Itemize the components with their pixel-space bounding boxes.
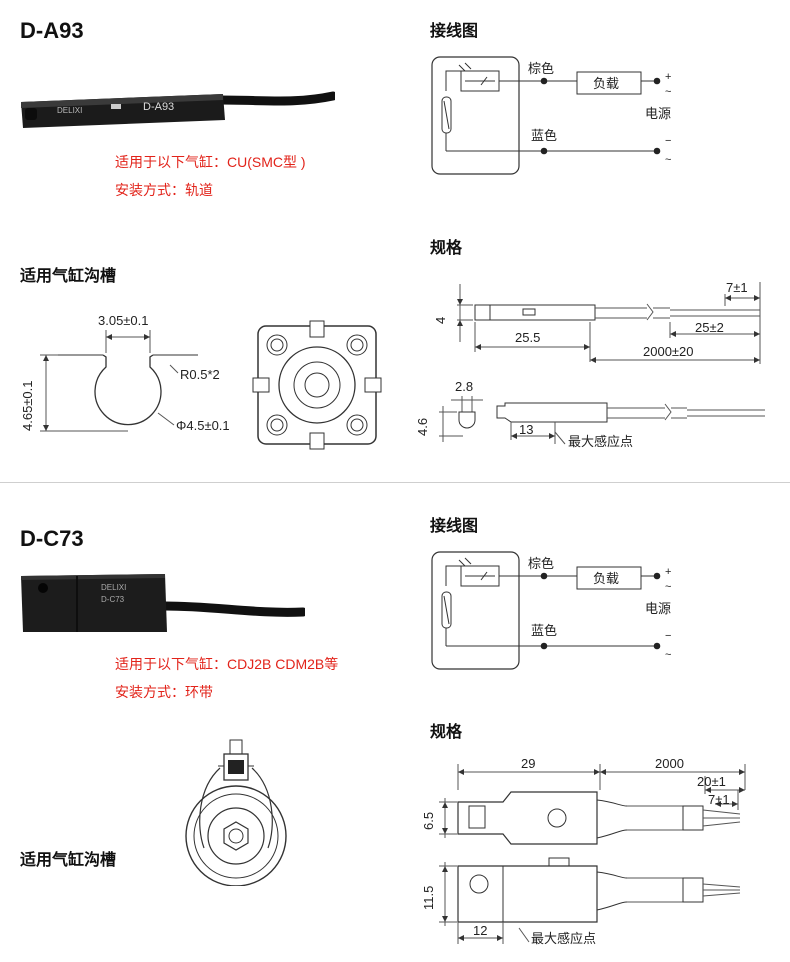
groove-title-a93: 适用气缸沟槽 — [20, 268, 117, 285]
groove-width-label: 3.05±0.1 — [98, 313, 149, 328]
spec-sense-distance-label: 12 — [473, 923, 487, 938]
wire-brown-label: 棕色 — [528, 61, 554, 76]
wiring-title-c73: 接线图 — [430, 518, 479, 535]
groove-profile-a93: 3.05±0.1 4.65±0.1 R0.5*2 Φ4.5±0.1 — [20, 313, 230, 433]
spec-title-a93: 规格 — [430, 240, 463, 257]
spec-cable-label: 2000±20 — [643, 344, 694, 359]
ac-label-bottom: ~ — [665, 649, 671, 661]
product-image-a93: DELIXI D-A93 — [21, 91, 335, 128]
spec-height-label: 6.5 — [421, 812, 436, 830]
load-label: 负载 — [593, 76, 619, 91]
wire-blue-label: 蓝色 — [531, 128, 557, 143]
brand-label-a93: DELIXI — [57, 106, 82, 115]
spec-cable-label: 2000 — [655, 756, 684, 771]
ac-label-top: ~ — [665, 86, 671, 98]
product-label-c73: D-C73 — [101, 595, 125, 604]
spec-wire-label: 25±2 — [695, 320, 724, 335]
plus-label: + — [665, 566, 671, 578]
model-title-a93: D-A93 — [20, 18, 84, 43]
spec-length-label: 25.5 — [515, 330, 540, 345]
minus-label: − — [665, 630, 671, 642]
cylinder-end-view-a93 — [252, 320, 382, 450]
spec-strip-label: 7±1 — [726, 280, 748, 295]
brand-label-c73: DELIXI — [101, 583, 126, 592]
wiring-diagram-a93: 棕色 蓝色 负载 + ~ 电源 − ~ — [431, 56, 671, 175]
groove-diameter-label: Φ4.5±0.1 — [176, 418, 230, 433]
groove-radius-label: R0.5*2 — [180, 367, 220, 382]
spec-height2-label: 4.6 — [415, 418, 430, 436]
fit-cylinders-c73: 适用于以下气缸：CDJ2B CDM2B等 — [115, 656, 339, 672]
ac-label-top: ~ — [665, 581, 671, 593]
spec-strip-label: 20±1 — [697, 774, 726, 789]
spec-height2-label: 11.5 — [421, 886, 436, 910]
plus-label: + — [665, 71, 671, 83]
wire-blue-label: 蓝色 — [531, 623, 557, 638]
spec-height-label: 4 — [433, 317, 448, 324]
spec-sense-point-label: 最大感应点 — [531, 931, 596, 946]
mounting-method-a93: 安装方式：轨道 — [115, 182, 213, 198]
wire-brown-label: 棕色 — [528, 556, 554, 571]
wiring-diagram-c73: 棕色 蓝色 负载 + ~ 电源 − ~ — [431, 551, 671, 670]
spec-drawing-c73: 29 2000 20±1 7±1 6.5 11.5 12 最大感应点 — [421, 756, 746, 946]
power-label: 电源 — [645, 601, 671, 616]
minus-label: − — [665, 135, 671, 147]
spec-title-c73: 规格 — [430, 724, 463, 741]
groove-height-label: 4.65±0.1 — [20, 380, 35, 431]
model-title-c73: D-C73 — [20, 526, 84, 551]
section-divider — [0, 482, 790, 483]
product-label-a93: D-A93 — [143, 101, 174, 113]
product-image-c73: DELIXI D-C73 — [21, 574, 305, 632]
spec-width2-label: 2.8 — [455, 379, 473, 394]
wiring-title-a93: 接线图 — [430, 23, 479, 40]
groove-title-c73: 适用气缸沟槽 — [20, 852, 117, 869]
spec-sense-point-label: 最大感应点 — [568, 434, 633, 449]
mounting-method-c73: 安装方式：环带 — [115, 684, 213, 700]
fit-cylinders-a93: 适用于以下气缸：CU(SMC型 ) — [115, 154, 306, 170]
load-label: 负载 — [593, 571, 619, 586]
spec-wire-label: 7±1 — [708, 792, 730, 807]
strap-mount-drawing-c73 — [185, 739, 287, 886]
spec-drawing-a93: 4 25.5 7±1 25±2 2000±20 2.8 4.6 13 最大感应点 — [415, 280, 765, 449]
spec-length-label: 29 — [521, 756, 535, 771]
ac-label-bottom: ~ — [665, 154, 671, 166]
power-label: 电源 — [645, 106, 671, 121]
spec-sense-distance-label: 13 — [519, 422, 533, 437]
